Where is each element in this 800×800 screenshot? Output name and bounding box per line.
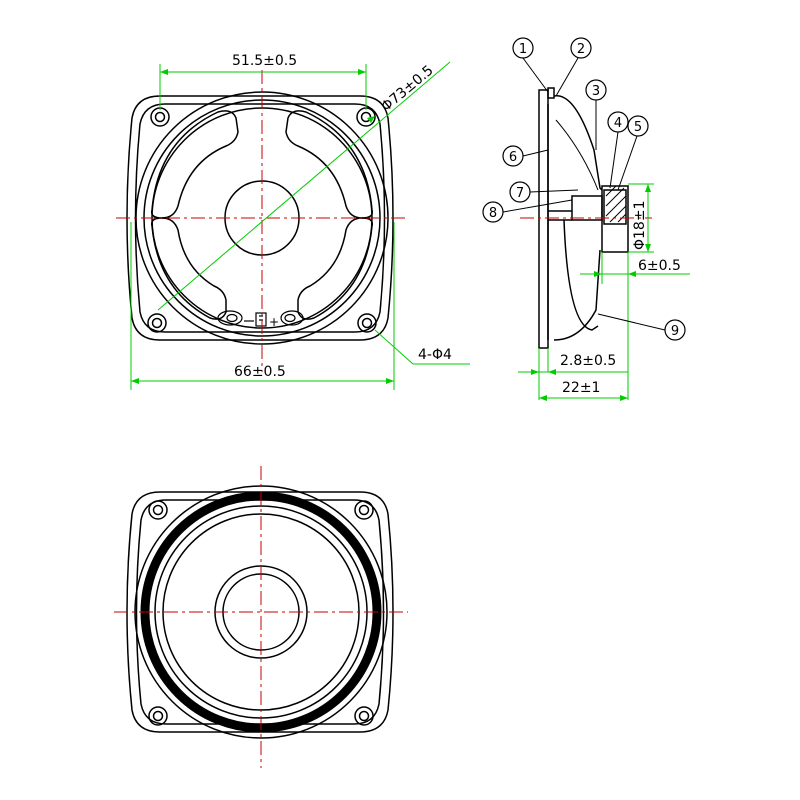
mounting-hole-icon [354,706,374,726]
front-frame-inner-outline [134,103,386,333]
dim-flange-thickness: 2.8±0.5 [560,353,616,369]
side-magnet-hatching [605,185,627,223]
dim-magnet-height: 6±0.5 [638,258,681,274]
numbered-callout-icon [664,319,686,341]
dim-magnet-diameter: Φ18±1 [632,201,648,250]
mounting-hole-icon [148,500,168,520]
side-dim-arrows [531,184,651,401]
side-basket-inner [563,219,599,331]
callout-numbers: 1 2 3 4 5 6 7 8 9 [489,42,679,339]
callout-leaders [502,57,666,331]
dim-total-depth: 22±1 [562,380,600,396]
side-flange-lip [547,87,555,99]
numbered-callout-icon [570,37,592,59]
front-view-centerlines [116,70,408,372]
side-basket-lower [553,249,601,341]
dim-hole-spacing: 51.5±0.5 [232,53,297,69]
front-view-dimensions [130,61,470,390]
side-cone-surface [555,119,599,191]
basket-window-bottom-right [297,217,374,320]
side-magnet-top-plate [603,189,627,225]
side-view [538,87,629,349]
basket-window-bottom-left [150,217,227,320]
numbered-callout-icon [502,145,524,167]
mounting-hole-icon [148,706,168,726]
callout-2: 2 [577,42,585,57]
basket-window-top-left [150,110,239,219]
mounting-hole-icon [147,313,167,333]
side-basket-upper [553,95,603,191]
rear-frame-outline [126,491,394,733]
mounting-hole-icon [354,500,374,520]
callout-3: 3 [592,84,600,99]
callout-5: 5 [634,120,642,135]
side-back-plate [571,195,603,221]
side-magnet [601,185,629,253]
dim-mounting-holes: 4-Φ4 [418,347,452,363]
numbered-callout-icon [585,79,607,101]
callout-9: 9 [671,324,679,339]
terminal-plus-label: + [269,315,279,329]
callout-8: 8 [489,206,497,221]
numbered-callout-icon [482,201,504,223]
callout-7: 7 [516,186,524,201]
callout-4: 4 [614,116,622,131]
callout-6: 6 [509,150,517,165]
dim-outer-diameter: Φ73±0.5 [378,62,436,115]
front-dim-arrows [131,69,394,384]
numbered-callout-icon [627,115,649,137]
side-flange [538,89,549,349]
numbered-callout-icon [512,37,534,59]
mounting-hole-icon [150,107,170,127]
rear-view-centerlines [114,466,408,768]
numbered-callout-icon [607,111,629,133]
callout-bubbles [482,37,686,341]
rear-frame-inner-outline [135,499,385,725]
dim-frame-width: 66±0.5 [234,364,286,380]
callout-1: 1 [519,42,527,57]
numbered-callout-icon [509,181,531,203]
mounting-hole-icon [357,313,377,333]
front-frame-outline [126,95,394,341]
